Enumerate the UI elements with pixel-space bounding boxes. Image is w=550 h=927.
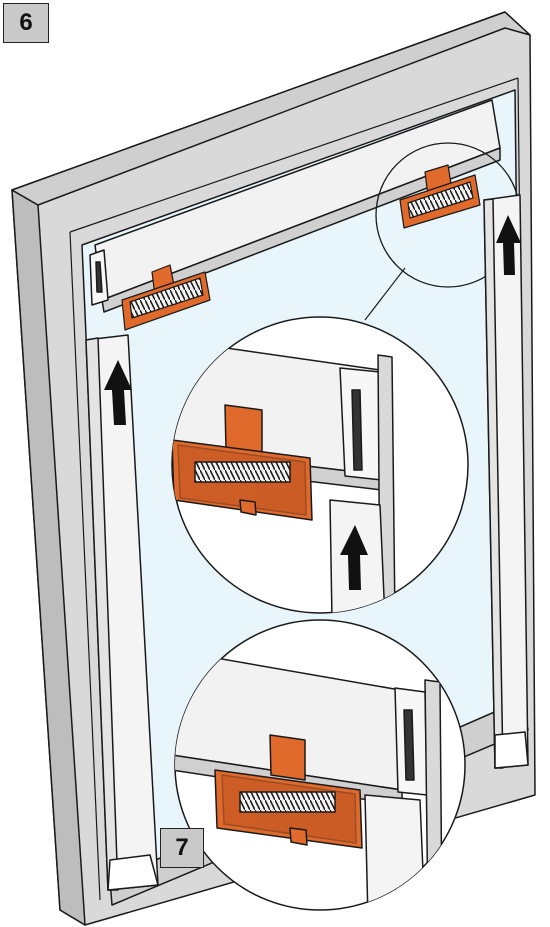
detail-zoom-lower xyxy=(174,619,466,911)
left-bracket xyxy=(121,264,211,331)
head-rail xyxy=(89,99,501,313)
up-arrow-icon xyxy=(340,525,368,590)
detail-zoom-upper xyxy=(171,316,469,614)
up-arrow-icon xyxy=(104,360,132,425)
up-arrow-icon xyxy=(496,215,521,275)
step-number-badge: 7 xyxy=(160,828,204,868)
left-guide-rail xyxy=(85,334,159,891)
right-bracket xyxy=(399,164,481,229)
right-guide-rail xyxy=(483,194,529,769)
step-number-badge: 6 xyxy=(3,3,49,43)
